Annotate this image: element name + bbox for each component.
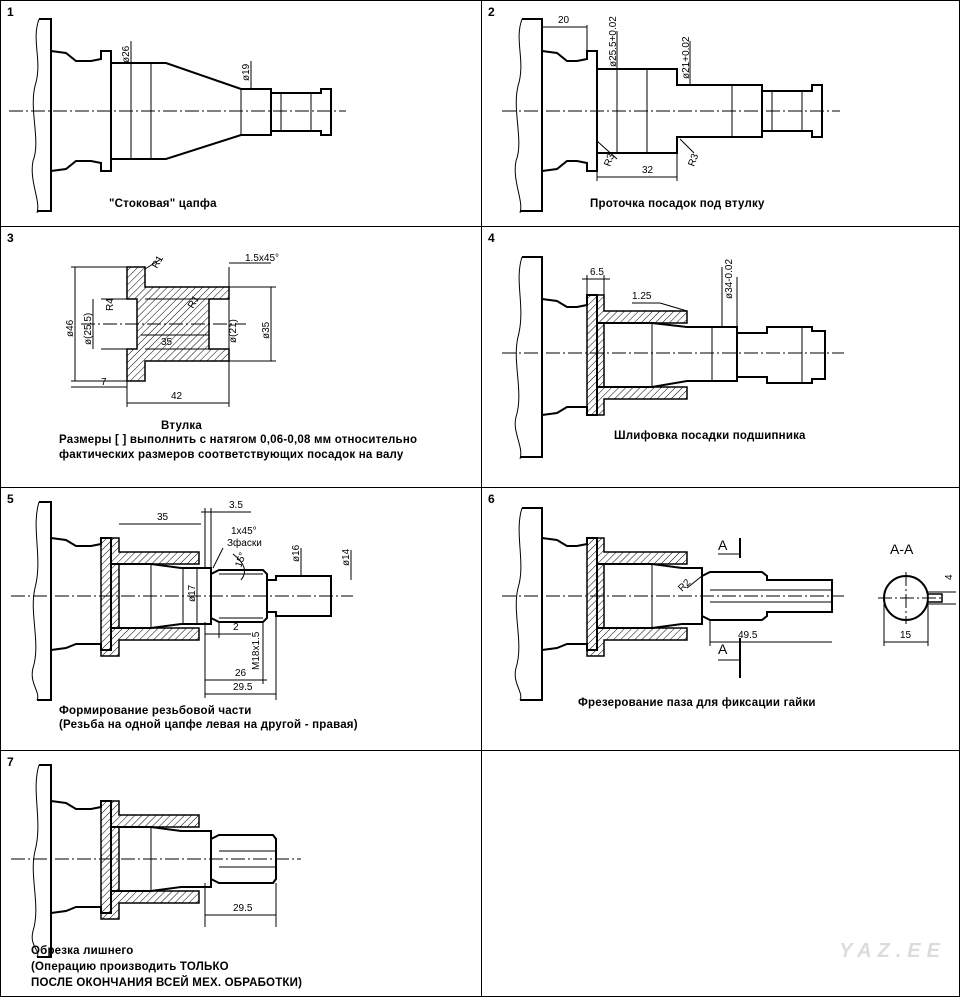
section-title: A-A bbox=[890, 541, 914, 557]
dim-7: 7 bbox=[101, 377, 107, 388]
panel-number: 3 bbox=[7, 231, 14, 245]
panel-3: 3 ø46 ø(25.5) R4 R1 1.5x45° R1 35 ø(21) … bbox=[0, 226, 482, 488]
dim-3-chamfers: Зфаски bbox=[227, 537, 262, 549]
dim-d14: ø14 bbox=[341, 548, 352, 566]
panel-2: 2 20 ø25.5+0.02 ø21+0.02 R3 R3 32 Проточ… bbox=[481, 0, 960, 227]
panel-5: 5 35 3.5 1x45° Зфаски 15° ø16 ø14 ø17 2 bbox=[0, 487, 482, 751]
panel-1-drawing: ø26 ø19 bbox=[9, 18, 346, 214]
panel-7-caption-line-3: ПОСЛЕ ОКОНЧАНИЯ ВСЕЙ МЕХ. ОБРАБОТКИ) bbox=[31, 977, 303, 989]
dim-m18x1-5: M18x1.5 bbox=[251, 631, 262, 670]
dim-d35: ø35 bbox=[261, 321, 272, 339]
panel-3-caption-title: Втулка bbox=[161, 420, 202, 432]
dim-d21: ø(21) bbox=[228, 319, 239, 343]
dim-r3-right: R3 bbox=[686, 152, 701, 168]
dim-d25-5: ø(25.5) bbox=[83, 313, 94, 345]
panel-2-caption: Проточка посадок под втулку bbox=[590, 198, 765, 210]
section-mark-bottom: A bbox=[718, 641, 728, 657]
dim-20: 20 bbox=[558, 15, 570, 26]
dim-d17: ø17 bbox=[187, 584, 198, 602]
panel-3-caption-line-1: Размеры [ ] выполнить с натягом 0,06-0,0… bbox=[59, 434, 418, 446]
panel-number: 7 bbox=[7, 755, 14, 769]
dim-2: 2 bbox=[233, 622, 239, 633]
panel-number: 2 bbox=[488, 5, 495, 19]
panel-number: 1 bbox=[7, 5, 14, 19]
panel-4-caption: Шлифовка посадки подшипника bbox=[614, 430, 806, 442]
panel-number: 4 bbox=[488, 231, 495, 245]
panel-6-drawing: A A R2 49.5 A-A 4 15 bbox=[502, 507, 956, 701]
dim-d46: ø46 bbox=[65, 319, 76, 337]
section-mark-top: A bbox=[718, 537, 728, 553]
dim-3-5: 3.5 bbox=[229, 500, 243, 511]
dim-r3-left: R3 bbox=[602, 152, 617, 168]
dim-15: 15 bbox=[900, 630, 912, 641]
dim-4: 4 bbox=[944, 574, 955, 580]
panel-number: 5 bbox=[7, 492, 14, 506]
panel-7-drawing: 29.5 bbox=[11, 764, 301, 958]
panel-4: 4 6.5 1.25 ø34-0.02 Шлифовка посадки под… bbox=[481, 226, 960, 488]
panel-5-caption-line-2: (Резьба на одной цапфе левая на другой -… bbox=[59, 719, 358, 731]
panel-empty bbox=[481, 750, 960, 997]
panel-2-drawing: 20 ø25.5+0.02 ø21+0.02 R3 R3 32 bbox=[502, 15, 840, 214]
dim-d26: ø26 bbox=[121, 45, 132, 63]
dim-32: 32 bbox=[642, 165, 654, 176]
dim-r2: R2 bbox=[676, 577, 693, 594]
dim-1-5x45: 1.5x45° bbox=[245, 253, 279, 264]
panel-3-caption-line-2: фактических размеров соответствующих пос… bbox=[59, 449, 404, 461]
dim-r1-top: R1 bbox=[150, 254, 166, 271]
dim-42: 42 bbox=[171, 391, 183, 402]
dim-26: 26 bbox=[235, 668, 247, 679]
dim-1-25: 1.25 bbox=[632, 291, 652, 302]
dim-15deg: 15° bbox=[233, 551, 249, 569]
panel-7-caption-line-1: Обрезка лишнего bbox=[31, 945, 134, 957]
panel-1-caption: "Стоковая" цапфа bbox=[109, 198, 217, 210]
panel-6-caption: Фрезерование паза для фиксации гайки bbox=[578, 697, 816, 709]
dim-35: 35 bbox=[161, 337, 173, 348]
panel-6: 6 A A R2 49.5 A-A 4 15 Фрезерование паз bbox=[481, 487, 960, 751]
dim-d16: ø16 bbox=[291, 544, 302, 562]
panel-4-drawing: 6.5 1.25 ø34-0.02 bbox=[502, 256, 844, 460]
panel-3-drawing: ø46 ø(25.5) R4 R1 1.5x45° R1 35 ø(21) ø3… bbox=[65, 253, 279, 407]
dim-29-5: 29.5 bbox=[233, 903, 253, 914]
panel-number: 6 bbox=[488, 492, 495, 506]
panel-5-caption-line-1: Формирование резьбовой части bbox=[59, 705, 252, 717]
dim-r4: R4 bbox=[105, 298, 116, 311]
watermark: YAZ.EE bbox=[839, 940, 946, 962]
dim-29-5: 29.5 bbox=[233, 682, 253, 693]
dim-d19: ø19 bbox=[241, 63, 252, 81]
panel-7: 7 29.5 Обрезка лишнего (Операцию произво… bbox=[0, 750, 482, 997]
dim-49-5: 49.5 bbox=[738, 630, 758, 641]
panel-5-drawing: 35 3.5 1x45° Зфаски 15° ø16 ø14 ø17 2 M1… bbox=[11, 500, 353, 701]
dim-6-5: 6.5 bbox=[590, 267, 604, 278]
dim-d34: ø34-0.02 bbox=[724, 259, 735, 299]
dim-35: 35 bbox=[157, 512, 169, 523]
panel-1: 1 ø26 ø19 "Стоковая" цапфа bbox=[0, 0, 482, 227]
dim-1x45: 1x45° bbox=[231, 526, 257, 537]
dim-d21: ø21+0.02 bbox=[681, 36, 692, 79]
panel-7-caption-line-2: (Операцию производить ТОЛЬКО bbox=[31, 961, 229, 973]
dim-d25-5: ø25.5+0.02 bbox=[608, 16, 619, 67]
